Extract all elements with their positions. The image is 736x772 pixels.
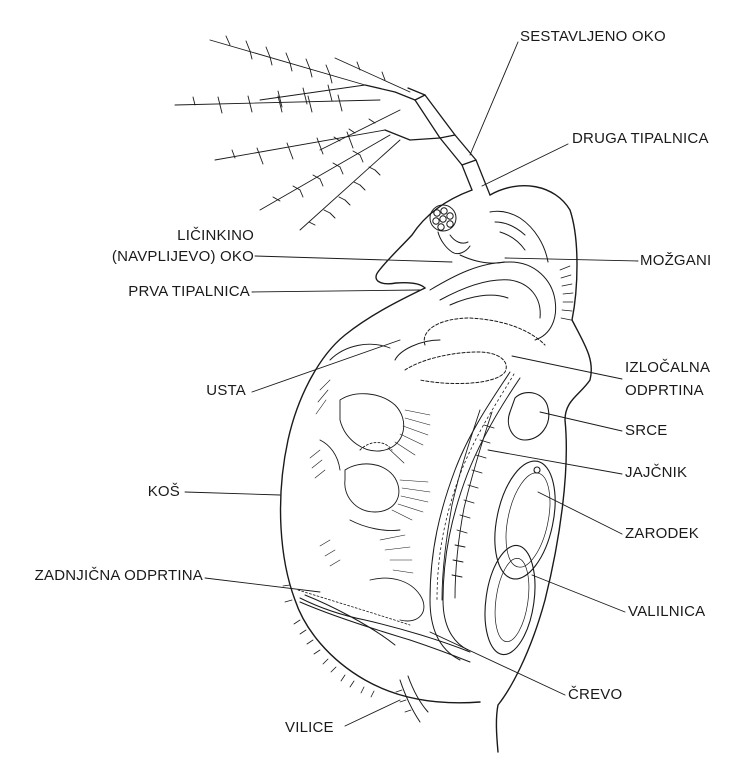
label-anus: ZADNJIČNA ODPRTINA: [35, 567, 203, 585]
label-second-antenna: DRUGA TIPALNICA: [572, 130, 709, 148]
label-embryo: ZARODEK: [625, 525, 699, 543]
label-gut: ČREVO: [568, 686, 622, 704]
label-compound-eye: SESTAVLJENO OKO: [520, 28, 666, 46]
gut-upper-drawing: [395, 262, 573, 384]
legs-drawing: [310, 344, 430, 621]
label-heart: SRCE: [625, 422, 667, 440]
label-ovary: JAJČNIK: [625, 464, 687, 482]
label-excretory-line2: ODPRTINA: [625, 382, 704, 400]
label-mouth: USTA: [206, 382, 246, 400]
label-basket: KOŠ: [148, 483, 180, 501]
label-larval-eye-line1: LIČINKINO: [177, 227, 254, 245]
eye-brain-drawing: [430, 205, 548, 263]
antenna-drawing: [175, 36, 490, 230]
label-brain: MOŽGANI: [640, 252, 711, 270]
embryo-drawing: [479, 455, 565, 657]
gut-drawing: [300, 372, 520, 662]
label-furca: VILICE: [285, 719, 334, 737]
label-first-antenna: PRVA TIPALNICA: [128, 283, 250, 301]
furca-drawing: [305, 595, 428, 722]
body-outline: [281, 186, 592, 752]
leader-lines: [185, 42, 638, 726]
label-excretory-line1: IZLOČALNA: [625, 359, 710, 377]
heart-drawing: [508, 393, 548, 440]
label-brood-chamber: VALILNICA: [628, 603, 705, 621]
label-larval-eye-line2: (NAVPLIJEVO) OKO: [112, 248, 254, 266]
